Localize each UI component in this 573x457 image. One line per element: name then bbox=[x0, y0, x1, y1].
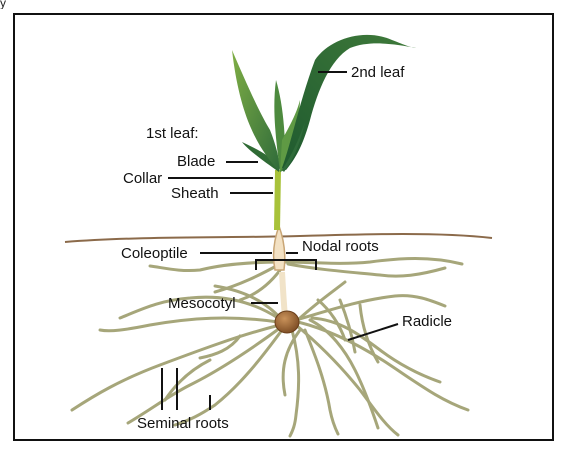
label-sheath: Sheath bbox=[171, 185, 219, 202]
seed bbox=[274, 310, 300, 334]
leader-lines bbox=[161, 71, 399, 410]
coleoptile bbox=[272, 223, 286, 271]
first-leaf-blade bbox=[242, 142, 280, 172]
header-text-fragment: y bbox=[0, 0, 6, 9]
label-1st-leaf: 1st leaf: bbox=[146, 125, 199, 142]
leaf-right-small bbox=[282, 122, 305, 172]
leaf-mid bbox=[280, 100, 300, 172]
second-leaf bbox=[282, 34, 416, 170]
stem bbox=[274, 169, 281, 231]
label-coleoptile: Coleoptile bbox=[121, 245, 188, 262]
label-2nd-leaf: 2nd leaf bbox=[351, 64, 405, 81]
label-mesocotyl: Mesocotyl bbox=[168, 295, 236, 312]
label-nodal-roots: Nodal roots bbox=[302, 238, 379, 255]
root-system bbox=[70, 257, 470, 438]
label-blade: Blade bbox=[177, 153, 215, 170]
label-seminal-roots: Seminal roots bbox=[137, 415, 229, 432]
soil-surface-line bbox=[64, 233, 493, 243]
leaf-left bbox=[232, 50, 280, 170]
label-radicle: Radicle bbox=[402, 313, 452, 330]
label-collar: Collar bbox=[123, 170, 162, 187]
